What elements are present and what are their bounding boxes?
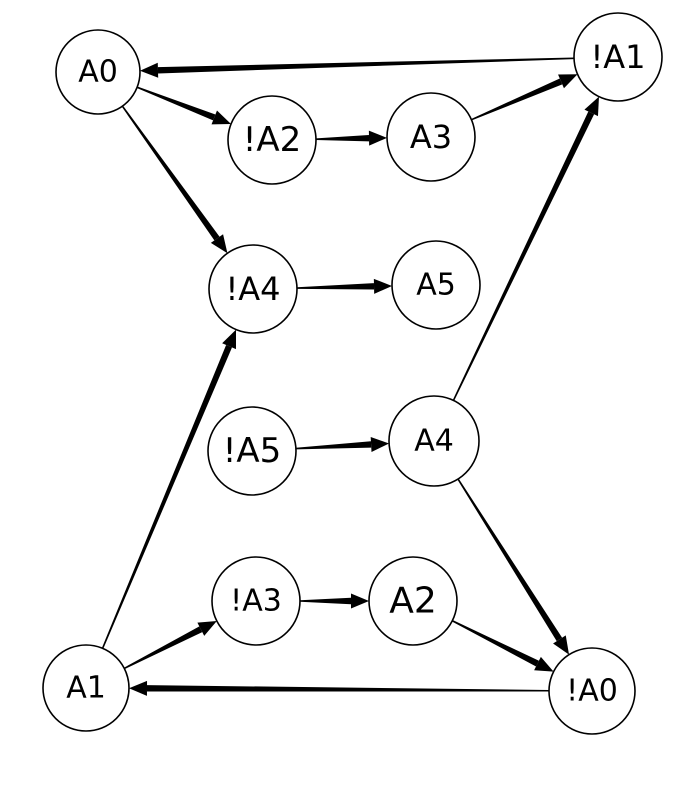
graph-node: A1 xyxy=(42,644,130,732)
node-label: A5 xyxy=(416,268,456,303)
node-label: !A5 xyxy=(223,431,282,471)
graph-node: A5 xyxy=(391,240,481,330)
node-label: !A1 xyxy=(590,38,645,76)
arrowhead xyxy=(222,329,237,350)
node-label: !A4 xyxy=(225,270,280,308)
node-circle xyxy=(386,92,476,182)
node-circle xyxy=(368,556,458,646)
node-label: A4 xyxy=(414,424,454,459)
node-circle xyxy=(548,647,636,735)
edge-arrow xyxy=(457,478,570,655)
edge-arrow xyxy=(136,86,232,125)
arrowhead xyxy=(373,278,393,294)
graph-node: A2 xyxy=(368,556,458,646)
arrowhead xyxy=(139,62,159,78)
node-label: A3 xyxy=(410,118,452,156)
node-circle xyxy=(211,556,301,646)
node-circle xyxy=(227,95,317,185)
arrowhead xyxy=(534,656,554,672)
node-label: !A0 xyxy=(566,674,618,709)
arrowhead xyxy=(368,130,388,146)
edges-layer xyxy=(101,57,599,696)
arrowhead xyxy=(370,436,390,452)
edge-shaft xyxy=(136,86,216,121)
edge-shaft xyxy=(123,626,203,670)
edge-arrow xyxy=(123,621,217,670)
graph-node: A3 xyxy=(386,92,476,182)
edge-arrow xyxy=(452,96,599,401)
edge-arrow xyxy=(121,105,228,254)
node-circle xyxy=(391,240,481,330)
edge-shaft xyxy=(296,283,375,290)
arrowhead xyxy=(197,621,217,636)
node-label: A1 xyxy=(66,671,106,706)
node-circle xyxy=(573,12,663,102)
edge-arrow xyxy=(471,74,578,121)
node-label: !A3 xyxy=(230,584,282,619)
edge-shaft xyxy=(295,441,372,450)
edge-shaft xyxy=(146,685,550,692)
node-label: !A2 xyxy=(243,120,302,160)
graph-node: !A0 xyxy=(548,647,636,735)
node-circle xyxy=(42,644,130,732)
edge-arrow xyxy=(295,436,390,452)
graph-node: !A4 xyxy=(208,244,298,334)
arrowhead xyxy=(351,593,369,609)
arrowhead xyxy=(558,74,578,89)
edge-shaft xyxy=(315,134,370,142)
edge-arrow xyxy=(300,593,369,609)
node-label: A0 xyxy=(78,55,118,90)
edge-shaft xyxy=(300,597,351,605)
edge-shaft xyxy=(157,57,575,74)
edge-shaft xyxy=(457,478,563,642)
arrowhead xyxy=(584,96,599,117)
graph-node: !A3 xyxy=(211,556,301,646)
edge-shaft xyxy=(101,344,233,649)
edge-arrow xyxy=(128,680,550,696)
arrowhead xyxy=(210,234,228,254)
edge-arrow xyxy=(296,278,393,294)
edge-shaft xyxy=(471,78,563,121)
graph-node: A0 xyxy=(55,29,141,115)
graph-node: !A2 xyxy=(227,95,317,185)
edge-shaft xyxy=(121,105,220,241)
arrowhead xyxy=(211,110,232,125)
arrowhead xyxy=(128,680,148,696)
node-circle xyxy=(55,29,141,115)
edge-arrow xyxy=(139,57,575,78)
node-label: A2 xyxy=(389,581,437,622)
arrowhead xyxy=(553,635,570,655)
graph-node: !A1 xyxy=(573,12,663,102)
graph-node: !A5 xyxy=(207,406,297,496)
node-circle xyxy=(208,244,298,334)
node-circle xyxy=(388,395,480,487)
edge-shaft xyxy=(452,111,595,401)
node-circle xyxy=(207,406,297,496)
edge-arrow xyxy=(451,620,554,672)
graph-node: A4 xyxy=(388,395,480,487)
edge-shaft xyxy=(451,620,539,667)
edge-arrow xyxy=(315,130,388,146)
edge-arrow xyxy=(101,329,237,649)
